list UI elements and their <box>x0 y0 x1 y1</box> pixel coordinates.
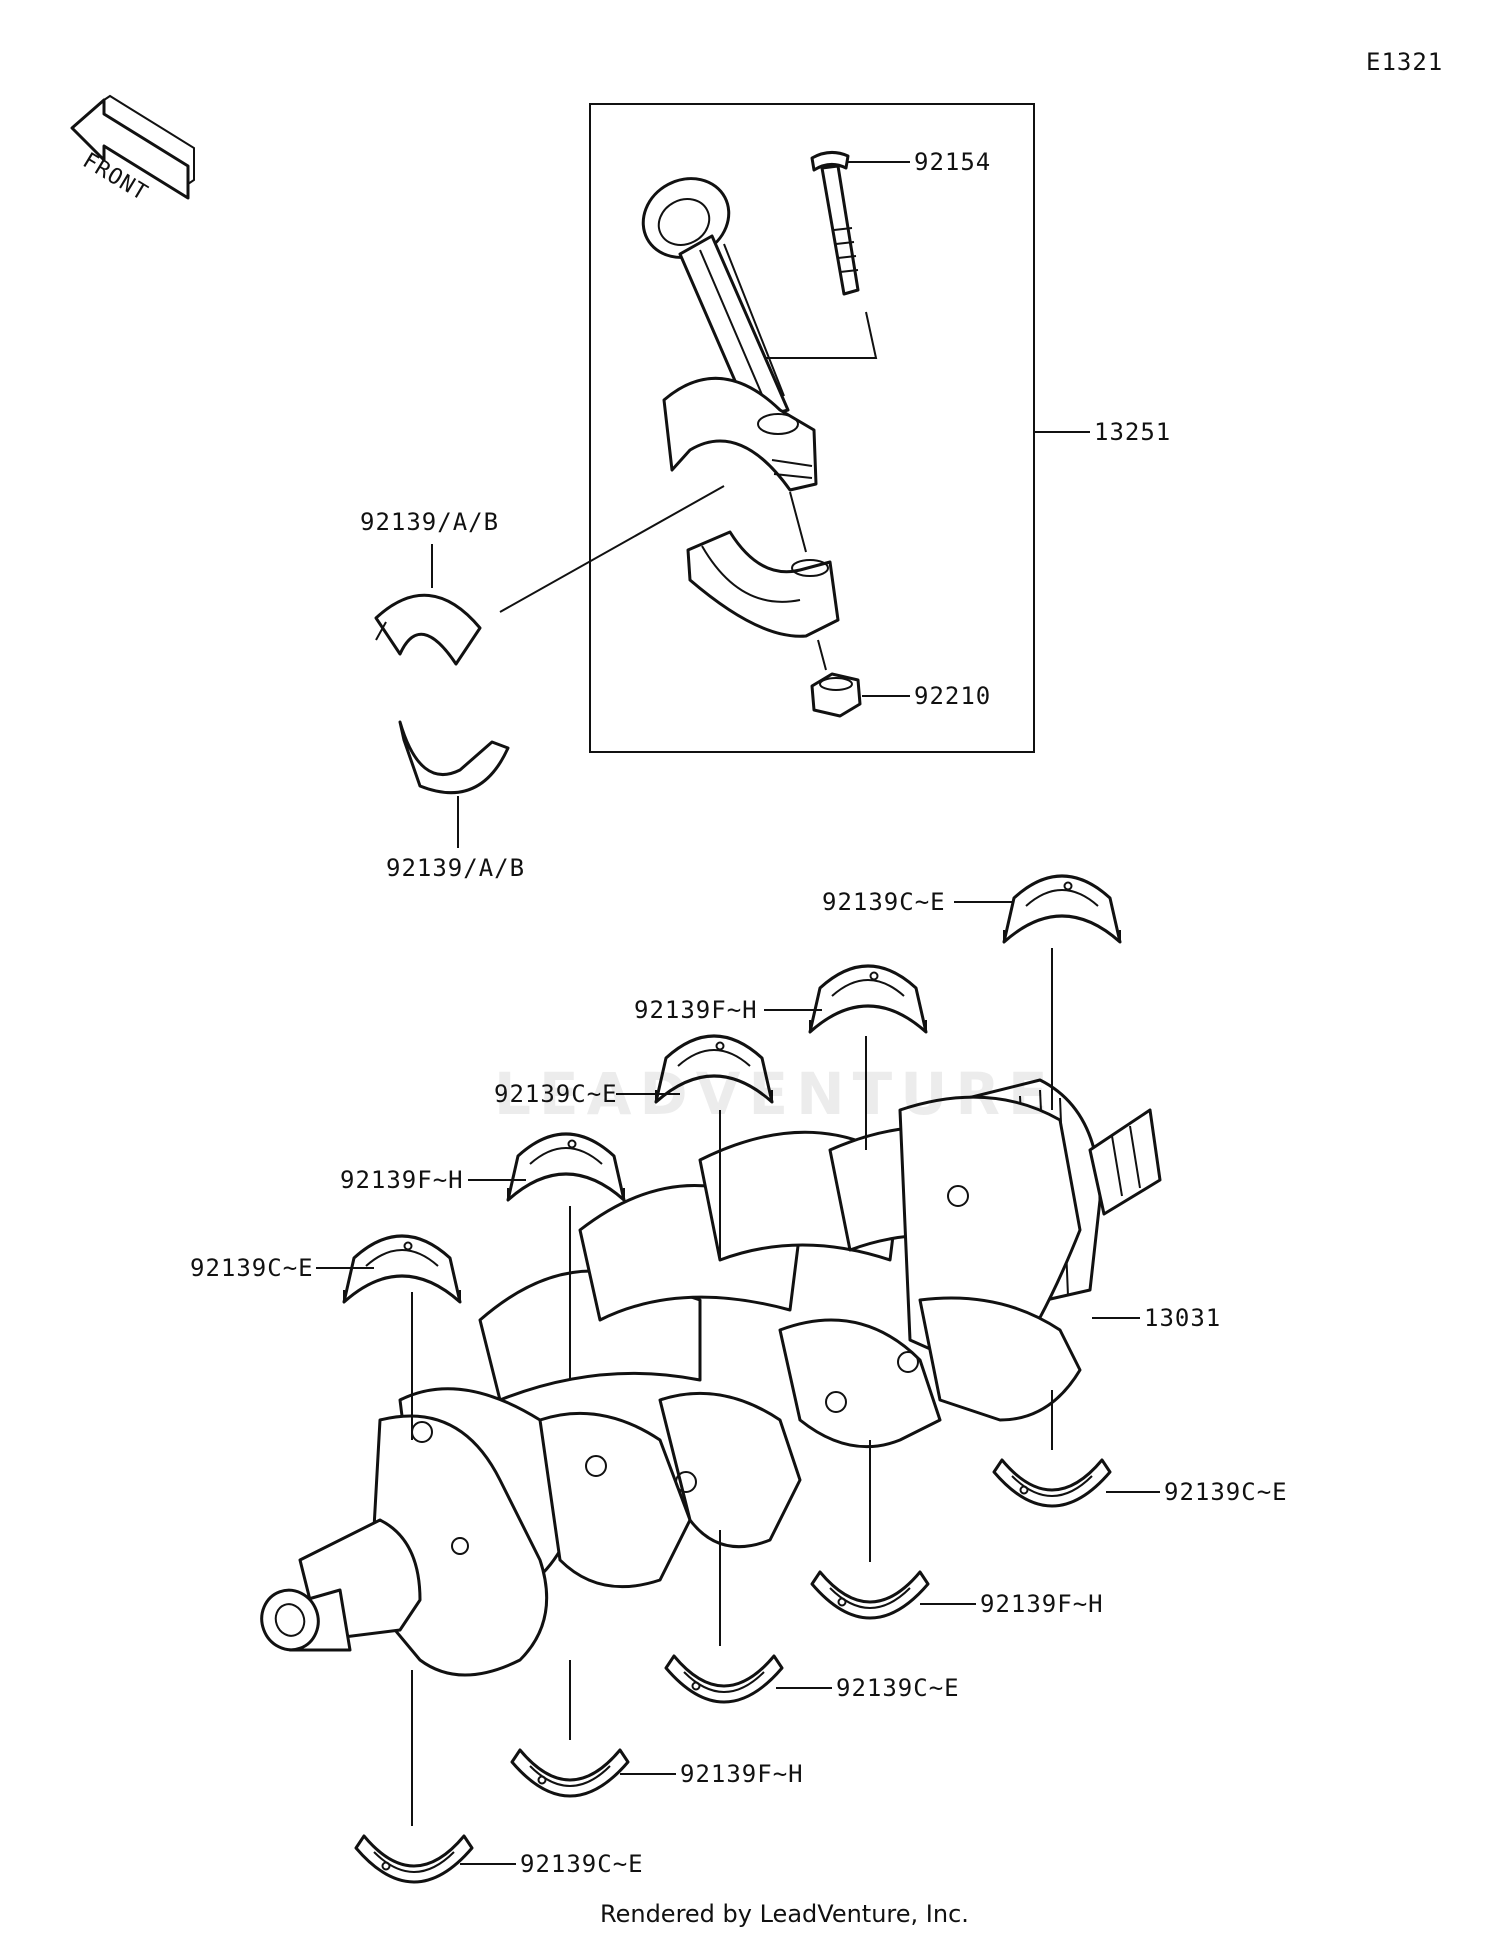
bolt-92154 <box>810 151 860 296</box>
connecting-rod-assy-box <box>589 103 1035 753</box>
label-13031[interactable]: 13031 <box>1144 1304 1222 1332</box>
main-bearing-9 <box>510 1748 630 1798</box>
leader-bearing-rod <box>499 485 725 613</box>
nut-92210 <box>810 672 862 718</box>
diagram-id: E1321 <box>1366 48 1444 76</box>
connecting-rod <box>641 177 818 492</box>
leader-rod-cap <box>789 491 807 553</box>
rod-bearing-upper <box>374 593 482 666</box>
label-13251[interactable]: 13251 <box>1094 418 1172 446</box>
label-main-bearing-2[interactable]: 92139F~H <box>634 996 758 1024</box>
label-rod-bearing-upper[interactable]: 92139/A/B <box>360 508 500 536</box>
label-main-bearing-7[interactable]: 92139F~H <box>980 1590 1104 1618</box>
crankshaft-13031 <box>260 1078 1162 1677</box>
label-main-bearing-3[interactable]: 92139C~E <box>494 1080 618 1108</box>
label-main-bearing-1[interactable]: 92139C~E <box>822 888 946 916</box>
label-main-bearing-8[interactable]: 92139C~E <box>836 1674 960 1702</box>
main-bearing-7 <box>810 1570 930 1620</box>
leader-cap-nut <box>817 639 827 671</box>
label-92210[interactable]: 92210 <box>914 682 992 710</box>
main-bearing-2 <box>808 964 928 1034</box>
main-bearing-1 <box>1002 874 1122 944</box>
footer-credit: Rendered by LeadVenture, Inc. <box>600 1900 969 1928</box>
rod-cap <box>686 530 840 638</box>
label-main-bearing-10[interactable]: 92139C~E <box>520 1850 644 1878</box>
label-rod-bearing-lower[interactable]: 92139/A/B <box>386 854 526 882</box>
rod-bearing-lower <box>398 720 510 795</box>
main-bearing-4 <box>506 1132 626 1202</box>
main-bearing-10 <box>354 1834 474 1884</box>
front-arrow-icon <box>70 94 195 200</box>
label-92154[interactable]: 92154 <box>914 148 992 176</box>
label-main-bearing-9[interactable]: 92139F~H <box>680 1760 804 1788</box>
label-main-bearing-4[interactable]: 92139F~H <box>340 1166 464 1194</box>
main-bearing-8 <box>664 1654 784 1704</box>
label-main-bearing-6[interactable]: 92139C~E <box>1164 1478 1288 1506</box>
label-main-bearing-5[interactable]: 92139C~E <box>190 1254 314 1282</box>
main-bearing-6 <box>992 1458 1112 1508</box>
watermark: LEADVENTURE <box>494 1060 1056 1128</box>
